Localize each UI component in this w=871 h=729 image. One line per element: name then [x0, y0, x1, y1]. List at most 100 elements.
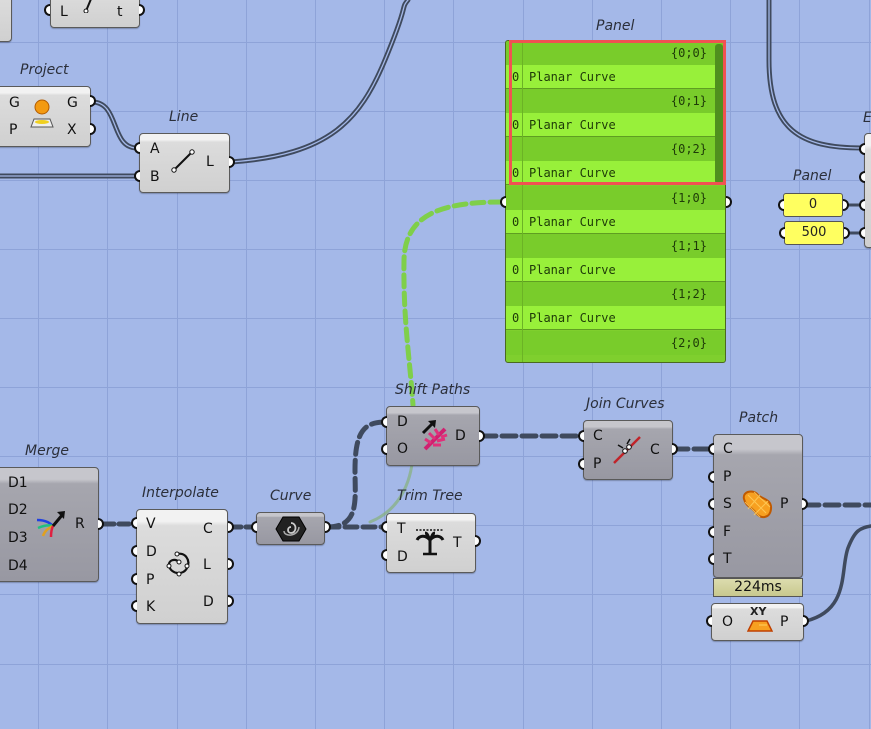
node-merge[interactable]: D1 D2 D3 D4 R: [0, 467, 99, 582]
grip-in[interactable]: [859, 227, 865, 239]
grip-out-C[interactable]: [672, 443, 678, 455]
grip-out-T[interactable]: [475, 535, 481, 547]
grip-in-D[interactable]: [381, 549, 387, 561]
grip-out[interactable]: [843, 199, 849, 211]
wire-curve-to-shift[interactable]: [324, 419, 389, 530]
grip-in-P[interactable]: [708, 471, 714, 483]
grip-in[interactable]: [251, 521, 257, 533]
grid-line: [0, 249, 871, 250]
node-title-patch: Patch: [739, 410, 779, 426]
grip-out-P[interactable]: [802, 498, 808, 510]
wire-project-to-line[interactable]: [89, 99, 140, 151]
panel-scrollbar[interactable]: [715, 44, 723, 184]
grip-in-C[interactable]: [708, 443, 714, 455]
grip-in[interactable]: [859, 171, 865, 183]
node-join-curves[interactable]: C P C: [583, 420, 673, 480]
grip-in[interactable]: [859, 199, 865, 211]
node-title-line: Line: [169, 109, 199, 125]
project-icon: [30, 99, 54, 128]
input-pin-D: D: [397, 549, 408, 565]
grip-in-S[interactable]: [708, 498, 714, 510]
grip-in[interactable]: [859, 143, 865, 155]
grip-out-R[interactable]: [98, 518, 104, 530]
node-trim-tree[interactable]: T D T: [386, 513, 476, 573]
panel-path-row: {0;0}: [506, 41, 725, 65]
node-xy-plane[interactable]: O P XY: [711, 603, 804, 641]
node-title-project: Project: [20, 62, 69, 78]
panel-path-row: {0;2}: [506, 137, 725, 161]
interpolate-icon: [166, 551, 190, 577]
output-pin-L: L: [206, 154, 214, 170]
grip-in-T[interactable]: [708, 553, 714, 565]
item-value: Planar Curve: [529, 166, 616, 180]
input-pin-K: K: [146, 599, 156, 615]
grip-in[interactable]: [44, 4, 50, 16]
grip-in-D[interactable]: [381, 416, 387, 428]
grip-in-C[interactable]: [578, 430, 584, 442]
output-pin-R: R: [75, 516, 85, 532]
grip-in-P[interactable]: [578, 458, 584, 470]
panel-grip-out[interactable]: [726, 196, 732, 208]
grip-in-T[interactable]: [381, 521, 387, 533]
grip-in-B[interactable]: [134, 170, 140, 182]
grip-in-D[interactable]: [131, 545, 137, 557]
grip-out-P[interactable]: [803, 615, 809, 627]
node-title-partial: E: [863, 110, 871, 126]
grip-in-P[interactable]: [131, 573, 137, 585]
grip-in-F[interactable]: [708, 526, 714, 538]
grid-line: [799, 0, 800, 729]
grip-out-X[interactable]: [90, 123, 96, 135]
panel-selection-highlight: [509, 40, 726, 185]
node-patch[interactable]: C P S F T P: [713, 434, 803, 578]
wire-shift-to-panel[interactable]: [401, 199, 505, 408]
grip-in[interactable]: [779, 227, 785, 239]
output-pin-C: C: [650, 442, 660, 458]
grip-in-K[interactable]: [131, 600, 137, 612]
panel-grip-in[interactable]: [500, 196, 506, 208]
grip-in-V[interactable]: [131, 517, 137, 529]
node-line[interactable]: A B L: [139, 133, 230, 193]
grip-out-D[interactable]: [479, 430, 485, 442]
node-interpolate[interactable]: V D P K C L D: [136, 509, 228, 624]
grip-out-C[interactable]: [228, 521, 234, 533]
grip-out[interactable]: [139, 4, 145, 16]
value-panel-500[interactable]: 500: [784, 221, 844, 245]
grip-in-O[interactable]: [706, 615, 712, 627]
node-curve[interactable]: [256, 512, 325, 545]
grip-out-L[interactable]: [229, 156, 235, 168]
node-shift-paths[interactable]: D O D: [386, 406, 480, 466]
grip-out-L[interactable]: [228, 558, 234, 570]
grid-line: [0, 180, 871, 181]
wire-line-to-top[interactable]: [228, 0, 411, 165]
grip-in-O[interactable]: [381, 443, 387, 455]
grid-line: [246, 0, 247, 729]
node-right-partial[interactable]: [864, 133, 871, 248]
node-top-partial[interactable]: L t: [50, 0, 140, 28]
panel-path-row: {2;0}: [506, 331, 725, 355]
node-left-edge-partial[interactable]: [0, 0, 12, 42]
grip-out-D[interactable]: [228, 595, 234, 607]
node-project[interactable]: G P G X: [0, 86, 91, 147]
wire-top-to-right-node[interactable]: [766, 0, 865, 151]
input-pin-P: P: [593, 456, 602, 472]
output-pin-t: t: [117, 4, 123, 20]
value-panel-0[interactable]: 0: [783, 193, 843, 217]
grip-out[interactable]: [844, 227, 850, 239]
grid-line: [523, 0, 524, 729]
grip-out-G[interactable]: [90, 95, 96, 107]
grip-out[interactable]: [325, 521, 331, 533]
join-curves-icon: [613, 436, 641, 464]
grip-in-A[interactable]: [134, 142, 140, 154]
grid-line: [0, 664, 871, 665]
grip-in[interactable]: [778, 199, 784, 211]
output-pin-T: T: [453, 535, 462, 551]
patch-surface-icon: [742, 490, 773, 519]
wire-plane-out[interactable]: [804, 524, 871, 623]
